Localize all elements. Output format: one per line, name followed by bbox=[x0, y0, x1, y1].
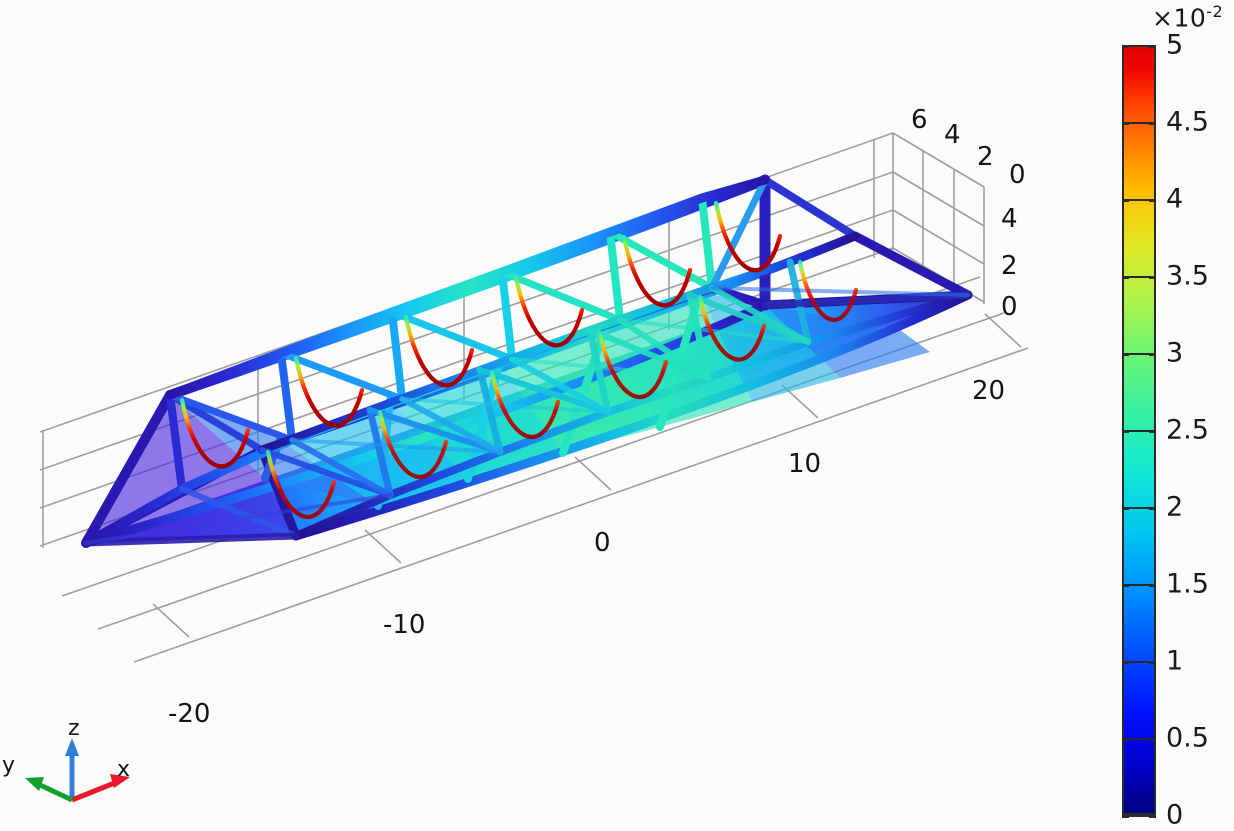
x-tick-label-20: 20 bbox=[972, 376, 1006, 406]
colorbar-label-0: 0 bbox=[1166, 799, 1184, 831]
colorbar-tick bbox=[1122, 815, 1156, 818]
colorbar-exponent-power: -2 bbox=[1206, 2, 1224, 21]
y-tick-label-4: 4 bbox=[944, 120, 961, 150]
bottom-chord-back[interactable] bbox=[291, 290, 973, 541]
x-tick-label--20: -20 bbox=[168, 699, 211, 729]
orientation-triad[interactable] bbox=[4, 714, 164, 824]
top-chord-front-upper[interactable] bbox=[165, 175, 770, 400]
triad-y-label: y bbox=[2, 753, 16, 778]
y-tick-label-0: 0 bbox=[1009, 160, 1026, 190]
x-tick-label-0: 0 bbox=[594, 528, 611, 558]
y-tick-label-2: 2 bbox=[977, 142, 994, 172]
colorbar-label-3.5: 3.5 bbox=[1166, 260, 1209, 292]
colorbar-label-2.5: 2.5 bbox=[1166, 414, 1209, 446]
colorbar-label-4.5: 4.5 bbox=[1166, 106, 1209, 138]
truss-diagonals-front[interactable] bbox=[166, 176, 769, 444]
z-tick-label-0: 0 bbox=[1001, 292, 1018, 322]
bottom-chord-front[interactable] bbox=[81, 300, 770, 548]
colorbar-label-0.5: 0.5 bbox=[1166, 722, 1209, 754]
triad-z-label: z bbox=[68, 716, 80, 741]
colorbar-label-3: 3 bbox=[1166, 337, 1184, 369]
hanger-cable-curves[interactable] bbox=[179, 200, 859, 519]
x-tick-label-10: 10 bbox=[788, 449, 822, 479]
grid-plane-right bbox=[892, 132, 985, 304]
vertical-posts-upper-front[interactable] bbox=[166, 194, 716, 527]
colorbar-label-1.5: 1.5 bbox=[1166, 568, 1209, 600]
scene-3d-viewport[interactable] bbox=[0, 0, 1100, 828]
triad-y-axis-icon bbox=[25, 777, 74, 803]
triad-x-axis-icon bbox=[71, 774, 130, 803]
colorbar-label-2: 2 bbox=[1166, 491, 1184, 523]
x-tick-label--10: -10 bbox=[383, 610, 426, 640]
y-tick-label-6: 6 bbox=[911, 105, 928, 135]
z-tick-label-2: 2 bbox=[1001, 251, 1018, 281]
colorbar[interactable]: ×10-2 5 4.5 4 3.5 3 2.5 2 1.5 1 0.5 0 bbox=[1118, 0, 1234, 831]
z-tick-label-4: 4 bbox=[1001, 204, 1018, 234]
deck-floor-beams[interactable] bbox=[82, 285, 972, 547]
colorbar-label-5: 5 bbox=[1166, 29, 1184, 61]
colorbar-label-1: 1 bbox=[1166, 645, 1184, 677]
triad-z-axis-icon bbox=[65, 738, 79, 800]
triad-x-label: x bbox=[117, 757, 131, 782]
colorbar-label-4: 4 bbox=[1166, 183, 1184, 215]
colorbar-exponent-base: ×10 bbox=[1152, 3, 1207, 33]
colorbar-exponent-label: ×10-2 bbox=[1152, 2, 1223, 32]
colorbar-gradient[interactable] bbox=[1122, 45, 1156, 815]
